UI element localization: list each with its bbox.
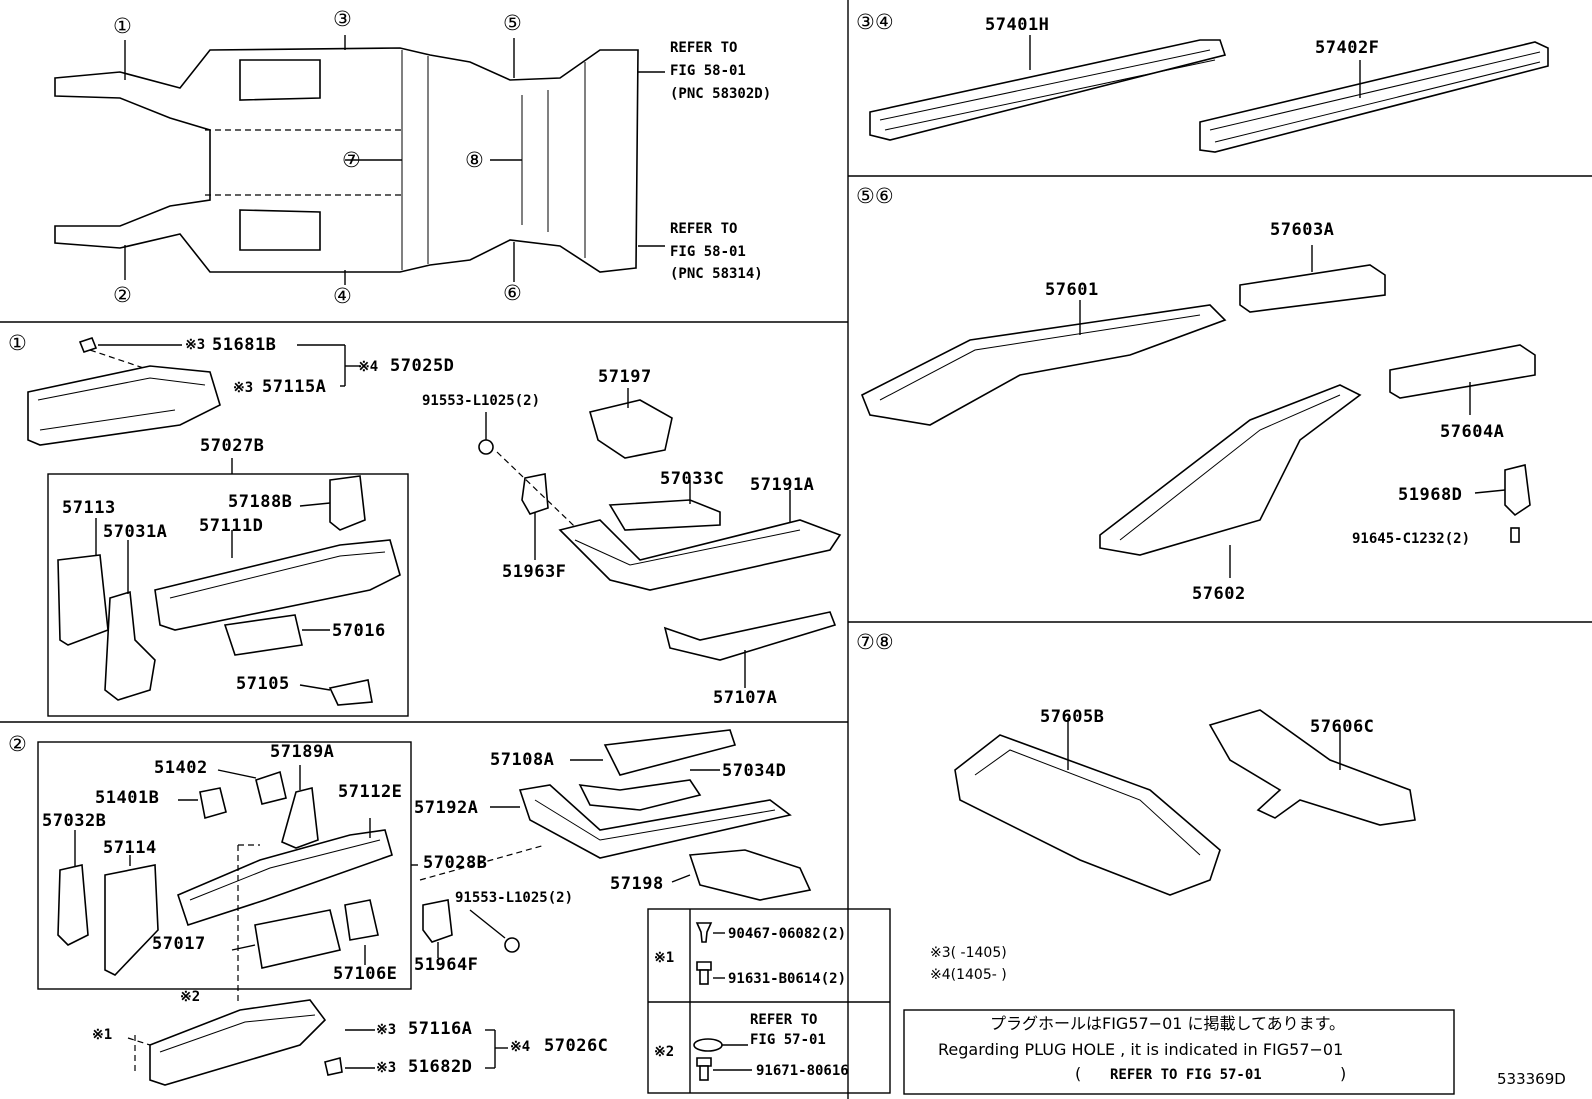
legend-refer-line2[interactable]: FIG 57-01 (750, 1032, 826, 1048)
ref-6: ⑥ (503, 281, 522, 305)
section-1-artwork (27, 337, 842, 717)
part-91553-L1025-b[interactable]: 91553-L1025(2) (455, 890, 574, 906)
part-57112E[interactable]: 57112E (338, 782, 403, 802)
refer-bottom-line3: (PNC 58314) (670, 266, 763, 282)
part-51963F[interactable]: 51963F (502, 562, 567, 582)
note-ref-open: ( (1075, 1064, 1082, 1083)
mark3-57115A: ※3 (233, 380, 254, 396)
part-57604A[interactable]: 57604A (1440, 422, 1505, 442)
part-57107A[interactable]: 57107A (713, 688, 778, 708)
legend-table (647, 908, 891, 1094)
mark2-label: ※2 (180, 989, 201, 1005)
mark1-label: ※1 (92, 1027, 113, 1043)
part-57191A[interactable]: 57191A (750, 475, 815, 495)
part-57111D[interactable]: 57111D (199, 516, 264, 536)
part-57106E[interactable]: 57106E (333, 964, 398, 984)
section-56-mark: ⑤⑥ (856, 184, 894, 208)
part-57189A[interactable]: 57189A (270, 742, 335, 762)
part-51964F[interactable]: 51964F (414, 955, 479, 975)
section-78-mark: ⑦⑧ (856, 630, 894, 654)
part-57027B[interactable]: 57027B (200, 436, 265, 456)
rails-section-56 (860, 245, 1536, 578)
part-51968D[interactable]: 51968D (1398, 485, 1463, 505)
note-english: Regarding PLUG HOLE , it is indicated in… (938, 1040, 1344, 1059)
floor-panels-section-78 (954, 709, 1416, 896)
part-57115A[interactable]: 57115A (262, 377, 327, 397)
ref-8: ⑧ (465, 148, 484, 172)
part-57017[interactable]: 57017 (152, 934, 206, 954)
part-57031A[interactable]: 57031A (103, 522, 168, 542)
part-57033C[interactable]: 57033C (660, 469, 725, 489)
part-57034D[interactable]: 57034D (722, 761, 787, 781)
ref-1: ① (113, 14, 132, 38)
part-51682D[interactable]: 51682D (408, 1057, 473, 1077)
refer-top-line3: (PNC 58302D) (670, 86, 772, 102)
legend-90467-06082[interactable]: 90467-06082(2) (728, 926, 847, 942)
part-57116A[interactable]: 57116A (408, 1019, 473, 1039)
mark3-57116A: ※3 (376, 1022, 397, 1038)
note-mark4-range: ※4(1405- ) (930, 967, 1007, 983)
legend-mark2: ※2 (654, 1044, 675, 1060)
ref-5: ⑤ (503, 11, 522, 35)
part-57602[interactable]: 57602 (1192, 584, 1246, 604)
mark3-51682D: ※3 (376, 1060, 397, 1076)
mark4-57026C: ※4 (510, 1039, 531, 1055)
legend-91671-80616[interactable]: 91671-80616 (756, 1063, 849, 1079)
legend-mark1: ※1 (654, 950, 675, 966)
section-34-mark: ③④ (856, 10, 894, 34)
note-refer-fig[interactable]: REFER TO FIG 57-01 (1110, 1067, 1262, 1083)
part-57105[interactable]: 57105 (236, 674, 290, 694)
part-57114[interactable]: 57114 (103, 838, 157, 858)
part-57401H[interactable]: 57401H (985, 15, 1050, 35)
part-91645-C1232[interactable]: 91645-C1232(2) (1352, 531, 1471, 547)
ref-3: ③ (333, 7, 352, 31)
ref-4: ④ (333, 284, 352, 308)
diagram-id: 533369D (1497, 1070, 1566, 1088)
refer-bottom-line1: REFER TO (670, 221, 738, 237)
part-57188B[interactable]: 57188B (228, 492, 293, 512)
refer-top-line1: REFER TO (670, 40, 738, 56)
part-57198[interactable]: 57198 (610, 874, 664, 894)
chassis-overview (54, 35, 665, 285)
mark3-51681B: ※3 (185, 337, 206, 353)
ref-2: ② (113, 283, 132, 307)
refer-top-line2: FIG 58-01 (670, 63, 746, 79)
part-51681B[interactable]: 51681B (212, 335, 277, 355)
part-57192A[interactable]: 57192A (414, 798, 479, 818)
part-51402[interactable]: 51402 (154, 758, 208, 778)
rails-57401H-57402F (869, 35, 1549, 153)
part-57605B[interactable]: 57605B (1040, 707, 1105, 727)
mark4-57025D: ※4 (358, 359, 379, 375)
note-box (903, 1009, 1455, 1095)
note-ref-close: ) (1340, 1064, 1347, 1083)
refer-bottom-line2: FIG 58-01 (670, 244, 746, 260)
part-57026C[interactable]: 57026C (544, 1036, 609, 1056)
section-2-mark: ② (8, 732, 27, 756)
legend-91631-B0614[interactable]: 91631-B0614(2) (728, 971, 847, 987)
part-57601[interactable]: 57601 (1045, 280, 1099, 300)
part-57606C[interactable]: 57606C (1310, 717, 1375, 737)
part-57603A[interactable]: 57603A (1270, 220, 1335, 240)
part-57197[interactable]: 57197 (598, 367, 652, 387)
note-japanese: プラグホールはFIG57−01 に掲載してあります。 (990, 1014, 1345, 1033)
part-57402F[interactable]: 57402F (1315, 38, 1380, 58)
part-57113[interactable]: 57113 (62, 498, 116, 518)
part-57025D[interactable]: 57025D (390, 356, 455, 376)
note-mark3-range: ※3( -1405) (930, 945, 1007, 961)
part-57108A[interactable]: 57108A (490, 750, 555, 770)
part-51401B[interactable]: 51401B (95, 788, 160, 808)
ref-7: ⑦ (342, 148, 361, 172)
part-57016[interactable]: 57016 (332, 621, 386, 641)
part-57032B[interactable]: 57032B (42, 811, 107, 831)
section-1-mark: ① (8, 331, 27, 355)
legend-refer-line1: REFER TO (750, 1012, 818, 1028)
part-57028B[interactable]: 57028B (423, 853, 488, 873)
section-2-artwork (37, 729, 812, 1086)
part-91553-L1025-a[interactable]: 91553-L1025(2) (422, 393, 541, 409)
